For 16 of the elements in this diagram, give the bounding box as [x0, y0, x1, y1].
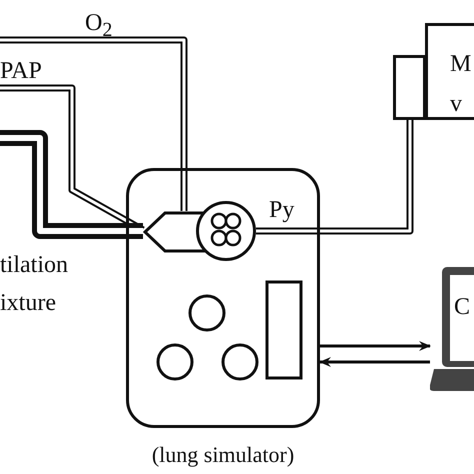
edge-label: PAP	[0, 57, 43, 86]
sensor-label: Py	[269, 196, 294, 224]
device-caption: (lung simulator)	[152, 441, 294, 469]
tube	[0, 36, 188, 211]
edge-label: tilation ixture	[0, 251, 69, 318]
laptop-label: C	[454, 293, 470, 321]
tube	[0, 130, 143, 239]
connector-piece	[143, 211, 207, 253]
sensor-box	[393, 55, 426, 120]
laptop	[430, 265, 474, 391]
monitor-label: M v	[450, 50, 470, 119]
monitor-box	[425, 23, 474, 120]
arrow	[320, 341, 431, 351]
tube	[256, 120, 414, 234]
arrow	[319, 357, 430, 367]
edge-label: O$_{2}$	[85, 9, 114, 43]
